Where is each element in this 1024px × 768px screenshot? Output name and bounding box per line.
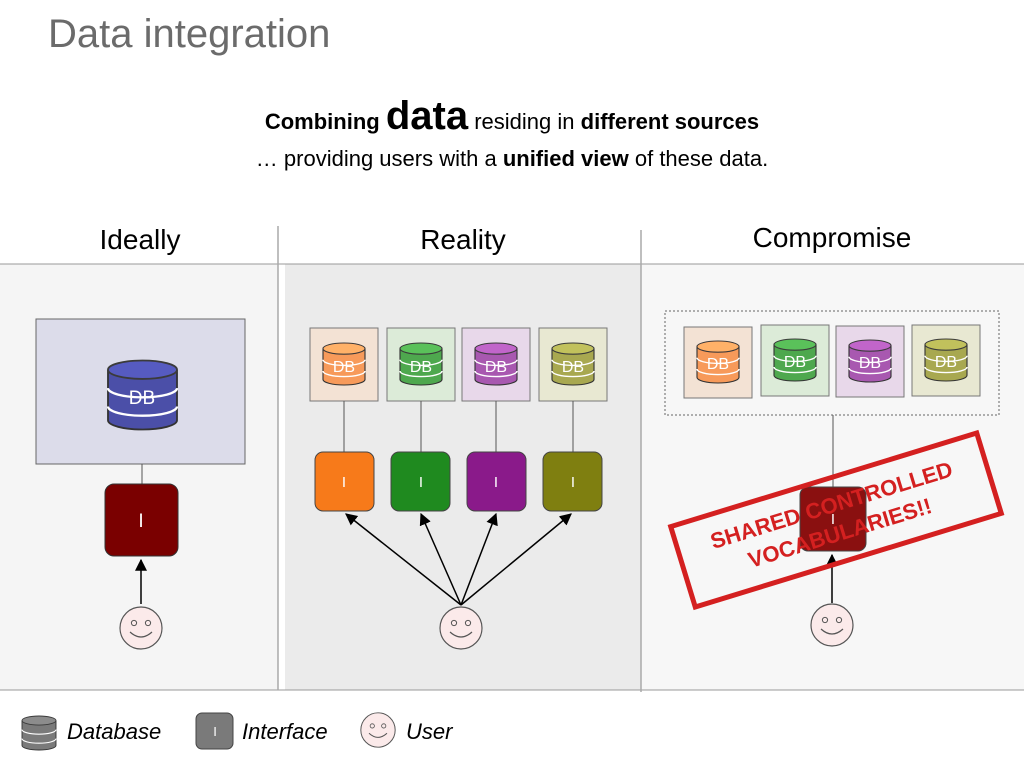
compromise-user-icon — [810, 603, 854, 647]
reality-interface-label-purple: I — [494, 474, 498, 491]
reality-interface-label-olive: I — [571, 474, 575, 491]
reality-arrow-orange — [345, 513, 462, 606]
compromise-interface-box — [799, 486, 867, 552]
subtitle-data: data — [385, 94, 469, 138]
reality-interface-label-orange: I — [342, 474, 346, 491]
reality-db-label-purple: DB — [485, 359, 507, 376]
ideal-user-icon — [119, 606, 163, 650]
reality-db-label-green: DB — [410, 359, 432, 376]
reality-interface-green — [390, 451, 451, 512]
reality-arrow-olive — [460, 513, 572, 606]
compromise-dotted-group — [664, 310, 1000, 416]
subtitle-these-data: of these data. — [634, 146, 769, 171]
compromise-db-label-purple: DB — [859, 355, 881, 372]
reality-user-icon — [439, 606, 483, 650]
reality-db-label-orange: DB — [333, 359, 355, 376]
legend-interface-icon-label: I — [213, 724, 217, 739]
legend-interface-icon — [195, 712, 234, 750]
slide-title: Data integration — [48, 12, 331, 56]
legend-user-label: User — [406, 719, 453, 744]
reality-sources: DB DB DB DB — [309, 327, 608, 402]
reality-db-box-olive — [538, 327, 608, 402]
heading-compromise: Compromise — [752, 222, 912, 253]
ideal-db-label: DB — [129, 388, 155, 409]
heading-reality: Reality — [420, 224, 506, 255]
legend-interface-label: Interface — [242, 719, 328, 744]
subtitle-line-2: … providing users with a unified view of… — [0, 146, 1024, 172]
heading-ideally: Ideally — [99, 224, 181, 255]
subtitle-combining: Combining — [264, 109, 380, 134]
subtitle-different-sources: different sources — [580, 109, 760, 134]
reality-interface-label-green: I — [419, 474, 423, 491]
subtitle-residing: residing in — [474, 109, 575, 134]
reality-arrow-green — [419, 512, 462, 606]
compromise-interface-label: I — [831, 511, 835, 528]
subtitle-unified-view: unified view — [502, 146, 629, 171]
compromise-sources: DB DB DB DB — [683, 324, 981, 399]
reality-interface-olive — [542, 451, 603, 512]
ideal-interface-box — [104, 483, 179, 557]
compromise-db-label-green: DB — [784, 354, 806, 371]
reality-interface-orange — [314, 451, 375, 512]
legend-database-label: Database — [67, 719, 162, 744]
stamp-frame — [667, 429, 1005, 611]
reality-db-label-olive: DB — [562, 359, 584, 376]
subtitle-line-1: Combining data residing in different sou… — [0, 94, 1024, 139]
reality-interface-purple — [466, 451, 527, 512]
subtitle-providing: … providing users with a — [255, 146, 497, 171]
reality-arrow-purple — [460, 512, 498, 606]
ideal-interface-label: I — [138, 511, 143, 532]
compromise-db-label-orange: DB — [707, 356, 729, 373]
legend-user-icon — [360, 712, 396, 748]
legend-database-icon — [22, 716, 56, 750]
compromise-db-label-olive: DB — [935, 354, 957, 371]
